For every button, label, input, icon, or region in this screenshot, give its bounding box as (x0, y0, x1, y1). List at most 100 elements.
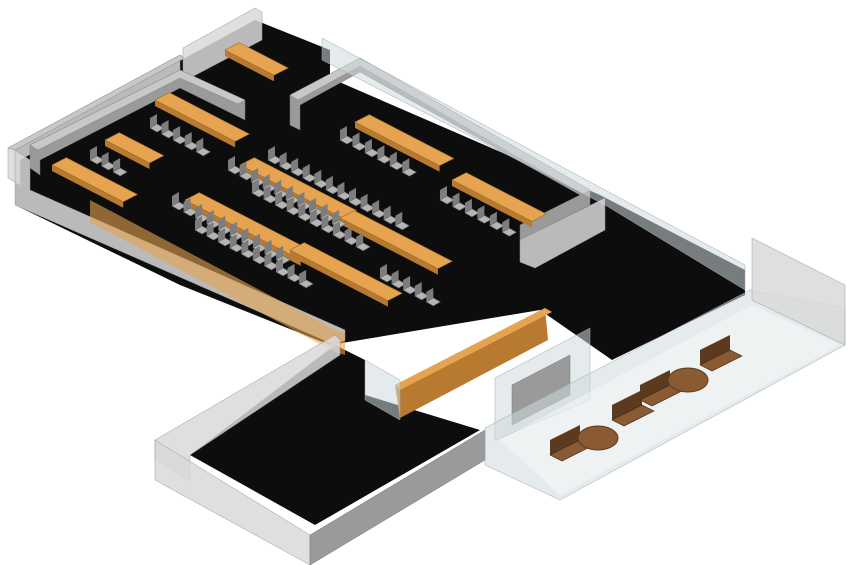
east-partition (519, 197, 606, 269)
table-central-4 (339, 210, 453, 269)
chair-30-back (252, 179, 259, 193)
chair-38-back (344, 226, 352, 241)
table-central-2-edge (290, 250, 388, 307)
chair-15-back (252, 245, 260, 260)
chair-37-back (332, 220, 340, 235)
chair-54-back (364, 138, 372, 153)
chair-39 (355, 242, 371, 252)
chair-41-back (279, 151, 287, 166)
chair-45-back (325, 175, 333, 190)
chair-63-back (502, 218, 510, 233)
chair-32-back (275, 190, 283, 205)
lounge-booth-1-back (550, 425, 580, 455)
chair-71-back (113, 157, 121, 172)
chair-71 (112, 167, 128, 177)
chair-43-back (302, 163, 310, 178)
table-west-3-edge (52, 165, 124, 208)
chair-46-back (337, 181, 345, 196)
lounge-booth-4-back (700, 335, 730, 365)
chairs-group (89, 114, 517, 307)
lounge-booth-2 (611, 404, 655, 427)
chair-52-back (340, 126, 347, 140)
chair-66-back (173, 125, 181, 140)
chair-50-back (383, 205, 391, 220)
chair-53-back (352, 132, 360, 147)
lounge-furniture-group (549, 335, 743, 462)
lobby-floor (190, 345, 480, 525)
chair-17-back (275, 257, 283, 272)
table-east-2 (451, 172, 547, 222)
chair-29-back (332, 209, 340, 224)
chair-70-back (101, 151, 109, 166)
lounge-booth-4 (699, 349, 743, 372)
chair-36-back (321, 214, 329, 229)
chair-10-back (195, 216, 202, 230)
service-counter-top (395, 308, 552, 390)
chair-13-back (229, 233, 237, 248)
table-north-edge (225, 50, 274, 82)
chair-73-back (391, 269, 399, 284)
lounge-round-table-2 (667, 367, 709, 393)
chair-39-back (356, 232, 364, 247)
chair-62-back (489, 211, 497, 226)
chair-11-back (206, 221, 214, 236)
chair-55-back (377, 145, 385, 160)
chair-2-back (195, 203, 203, 218)
chair-59-back (452, 192, 460, 207)
lounge-round-table-1 (577, 425, 619, 451)
chair-25-back (285, 185, 293, 200)
chair-7-back (252, 233, 260, 248)
table-central-3 (239, 157, 358, 219)
chair-57 (401, 167, 417, 177)
chair-28-back (320, 203, 328, 218)
chair-5-back (229, 221, 237, 236)
chair-18-back (287, 263, 295, 278)
chair-19-back (299, 269, 307, 284)
chair-48-back (360, 193, 368, 208)
chair-14-back (241, 239, 249, 254)
chair-58-back (440, 186, 447, 200)
chair-61-back (477, 205, 485, 220)
tables-group (51, 42, 547, 307)
table-west-1 (154, 92, 250, 142)
chair-74-back (403, 275, 411, 290)
chair-33-back (286, 196, 294, 211)
table-west-3 (51, 157, 139, 203)
table-west-2-edge (105, 140, 150, 169)
west-banquette-top (29, 69, 246, 151)
chair-49-back (372, 199, 380, 214)
chair-26-back (297, 191, 305, 206)
chair-6-back (241, 227, 249, 242)
chair-34-back (298, 202, 306, 217)
chair-64-back (150, 114, 157, 128)
chair-4-back (218, 215, 226, 230)
chair-63 (501, 227, 517, 237)
chair-68 (195, 147, 211, 157)
south-wall-west-wood (90, 200, 345, 355)
chair-8-back (264, 239, 272, 254)
lobby-south-wall (154, 439, 311, 565)
table-west-2 (104, 132, 165, 164)
chair-23-back (262, 173, 270, 188)
chair-42-back (291, 157, 299, 172)
chair-76 (425, 297, 441, 307)
table-north (224, 42, 289, 76)
chair-51-back (395, 211, 403, 226)
chair-16-back (264, 251, 272, 266)
chair-69-back (90, 146, 97, 160)
service-counter (395, 308, 548, 418)
lounge-booth-2-back (612, 390, 642, 420)
chair-21-back (239, 161, 247, 176)
lounge-booth-3-back (640, 370, 670, 400)
chair-75-back (414, 281, 422, 296)
chair-31-back (263, 184, 271, 199)
north-east-glass-wall (321, 37, 746, 291)
chair-76-back (426, 287, 434, 302)
mid-partition (364, 359, 401, 421)
chair-47-back (348, 187, 356, 202)
chair-56-back (389, 151, 397, 166)
chair-19 (298, 279, 314, 289)
chair-44-back (314, 169, 322, 184)
